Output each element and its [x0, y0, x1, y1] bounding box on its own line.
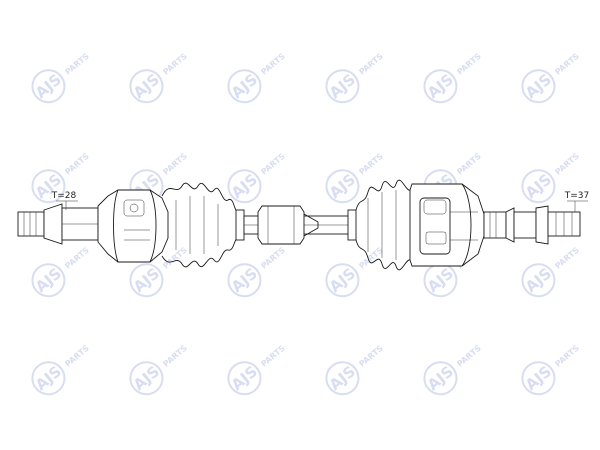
left-spline-stub	[17, 203, 99, 245]
right-spline-stub	[483, 205, 581, 245]
left-teeth-label: T=28	[51, 191, 78, 210]
right-teeth-label: T=37	[564, 191, 590, 212]
left-teeth-text: T=28	[51, 191, 77, 201]
left-cv-joint	[97, 189, 169, 263]
right-boot	[347, 179, 411, 271]
left-boot	[161, 182, 245, 268]
right-teeth-text: T=37	[564, 191, 590, 201]
main-shaft	[243, 205, 351, 245]
right-tripod-joint	[409, 183, 485, 267]
